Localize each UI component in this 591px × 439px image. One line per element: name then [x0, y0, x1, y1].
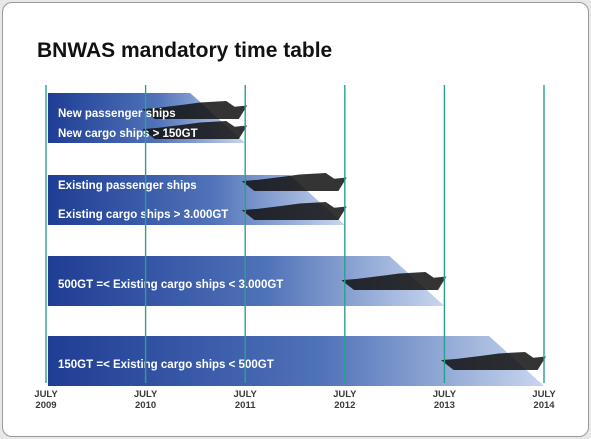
tick-label-year: 2012	[334, 400, 355, 411]
tick-label-year: 2010	[135, 400, 156, 411]
ship-silhouette	[142, 121, 248, 139]
timeline-bar	[48, 336, 544, 386]
chart-title: BNWAS mandatory time table	[37, 39, 333, 62]
tick-label-year: 2014	[533, 400, 555, 411]
tick-label-year: 2011	[235, 400, 256, 411]
bar-label: Existing passenger ships	[58, 180, 197, 192]
ship-silhouette	[142, 101, 248, 119]
tick-label-year: 2009	[35, 400, 56, 411]
tick-label-month: JULY	[134, 389, 158, 400]
tick-label-month: JULY	[233, 389, 257, 400]
bar-label: 150GT =< Existing cargo ships < 500GT	[58, 359, 274, 371]
bar-label: New cargo ships > 150GT	[58, 128, 198, 140]
ship-silhouette	[241, 173, 347, 191]
bar-label: New passenger ships	[58, 108, 176, 120]
ship-silhouette	[241, 202, 347, 220]
ship-silhouette	[441, 352, 546, 370]
bar-label: Existing cargo ships > 3.000GT	[58, 209, 228, 221]
tick-label-month: JULY	[333, 389, 357, 400]
ship-silhouette	[341, 272, 447, 290]
tick-label-month: JULY	[34, 389, 58, 400]
bar-label: 500GT =< Existing cargo ships < 3.000GT	[58, 279, 283, 291]
tick-label-month: JULY	[433, 389, 457, 400]
tick-label-month: JULY	[532, 389, 556, 400]
tick-label-year: 2013	[434, 400, 455, 411]
